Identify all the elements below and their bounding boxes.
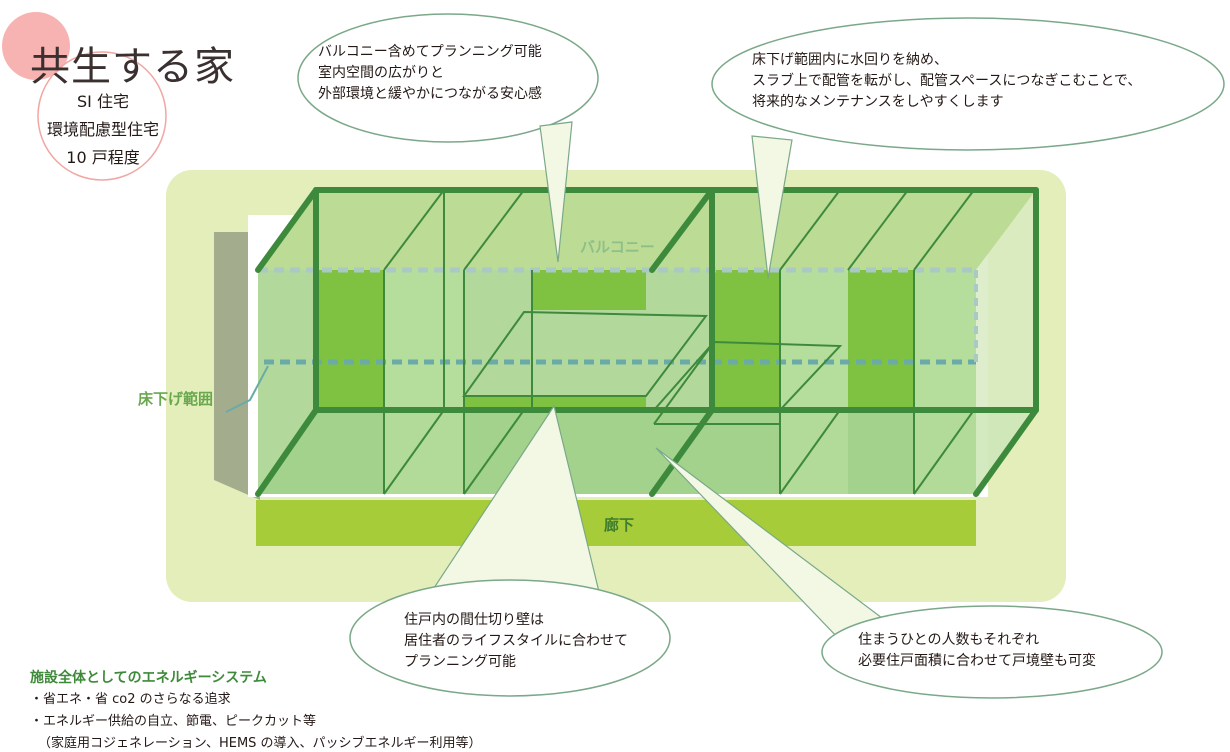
callout-bubble <box>297 13 599 143</box>
callout-balcony: バルコニー含めてプランニング可能 室内空間の広がりと 外部環境と緩やかにつながる… <box>318 42 542 105</box>
room-block <box>532 270 646 310</box>
room-block <box>914 270 976 494</box>
callout-line: 床下げ範囲内に水回りを納め、 <box>752 52 948 68</box>
callout-line: 将来的なメンテナンスをしやすくします <box>752 94 1004 110</box>
callout-bubble <box>349 579 671 697</box>
callout-bubble <box>711 17 1225 151</box>
tagline-eco: 環境配慮型住宅 <box>46 120 159 139</box>
callout-line: 住戸内の間仕切り壁は <box>404 612 544 628</box>
room-block <box>848 270 914 410</box>
callout-unit-size: 住まうひとの人数もそれぞれ 必要住戸面積に合わせて戸境壁も可変 <box>858 630 1096 672</box>
callout-partition: 住戸内の間仕切り壁は 居住者のライフスタイルに合わせて プランニング可能 <box>404 610 628 673</box>
energy-system-item: ・省エネ・省 co2 のさらなる追求 <box>30 692 231 707</box>
room-block <box>780 270 848 494</box>
room-block <box>316 270 384 410</box>
title-circle <box>37 51 167 181</box>
corridor-area <box>256 500 976 546</box>
page-title: 共生する家 <box>30 44 235 90</box>
callout-line: スラブ上で配管を転がし、配管スペースにつなぎこむことで、 <box>752 73 1142 89</box>
balcony-label: バルコニー <box>580 238 655 256</box>
right-wall <box>976 190 1036 494</box>
callout-line: 居住者のライフスタイルに合わせて <box>404 633 628 649</box>
floor-drop-label: 床下げ範囲 <box>138 390 214 408</box>
floor-drop-leader <box>225 365 269 413</box>
energy-system-item: ・エネルギー供給の自立、節電、ピークカット等 <box>30 714 317 729</box>
callout-plumbing: 床下げ範囲内に水回りを納め、 スラブ上で配管を転がし、配管スペースにつなぎこむこ… <box>752 50 1141 113</box>
tagline-units: 10 戸程度 <box>66 148 140 167</box>
balcony-area <box>256 190 1036 270</box>
callout-line: 必要住戸面積に合わせて戸境壁も可変 <box>858 653 1096 669</box>
callout-pointer <box>539 121 573 263</box>
room-block <box>464 396 646 410</box>
callout-pointer <box>751 135 793 279</box>
energy-system-item: （家庭用コジェネレーション、HEMS の導入、パッシブエネルギー利用等） <box>38 736 482 751</box>
corridor-label: 廊下 <box>604 516 635 534</box>
accent-dot <box>2 12 70 80</box>
room-block <box>384 270 464 494</box>
callout-line: 室内空間の広がりと <box>318 65 444 81</box>
energy-system-title: 施設全体としてのエネルギーシステム <box>30 670 267 686</box>
tagline-si: SI 住宅 <box>77 92 129 111</box>
outer-frame <box>255 187 1039 497</box>
callout-line: プランニング可能 <box>404 654 516 670</box>
callout-line: 外部環境と緩やかにつながる安心感 <box>318 86 542 102</box>
callout-line: バルコニー含めてプランニング可能 <box>318 44 542 60</box>
callout-bubble <box>821 605 1163 699</box>
callout-line: 住まうひとの人数もそれぞれ <box>858 632 1040 648</box>
room-block <box>712 270 780 410</box>
